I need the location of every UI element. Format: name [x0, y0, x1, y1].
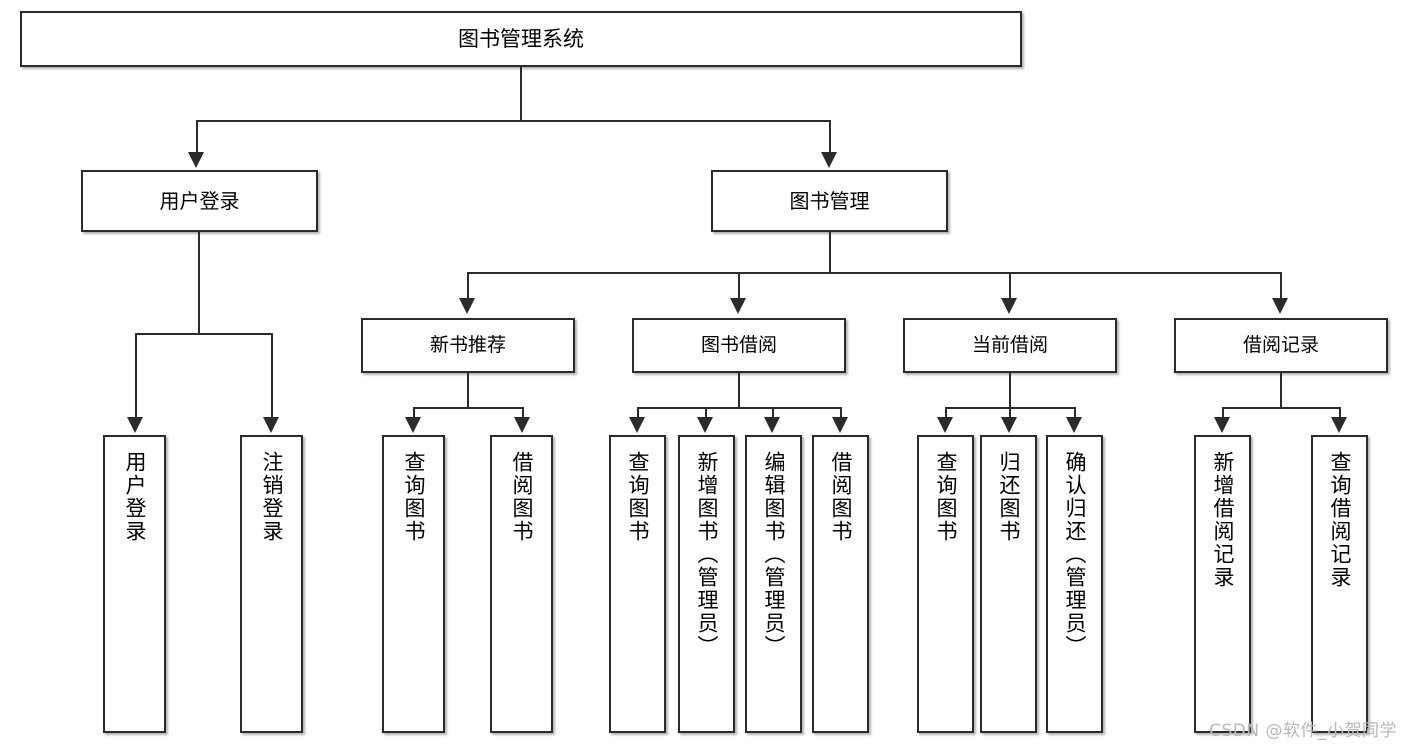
connector-recommend-stem: [467, 373, 469, 407]
leaf-label: 新增借阅记录: [1211, 451, 1235, 589]
watermark-text: CSDN @软件_小贺同学: [1209, 721, 1397, 741]
connector-borrow-stem: [738, 373, 740, 407]
leaf-new-book-recommend-1[interactable]: 借阅图书: [490, 435, 553, 733]
leaf-label: 查询图书: [934, 451, 958, 543]
connector-recommend-leaf-1: [522, 407, 524, 418]
leaf-borrow-record-0[interactable]: 新增借阅记录: [1194, 435, 1251, 733]
connector-record-stem: [1280, 373, 1282, 407]
connector-user-login-leaf-1: [271, 333, 273, 418]
connector-book-manage-bus: [467, 272, 1280, 274]
node-book-borrow[interactable]: 图书借阅: [632, 318, 846, 373]
leaf-book-borrow-3[interactable]: 借阅图书: [812, 435, 869, 733]
arrow-down-icon: [697, 417, 713, 433]
leaf-current-borrow-2[interactable]: 确认归还（管理员）: [1046, 435, 1103, 733]
leaf-label: 新增图书（管理员）: [695, 451, 719, 658]
leaf-book-borrow-0[interactable]: 查询图书: [609, 435, 666, 733]
node-root-system[interactable]: 图书管理系统: [20, 11, 1022, 67]
connector-borrow-leaf-1: [705, 407, 707, 418]
node-label: 新书推荐: [429, 333, 506, 356]
leaf-book-borrow-2[interactable]: 编辑图书（管理员）: [745, 435, 802, 733]
connector-user-login-bus: [135, 333, 272, 335]
leaf-label: 确认归还（管理员）: [1063, 451, 1087, 658]
connector-root-stem: [520, 67, 522, 120]
arrow-down-icon: [1214, 417, 1230, 433]
arrow-down-icon: [459, 298, 475, 314]
leaf-current-borrow-1[interactable]: 归还图书: [980, 435, 1037, 733]
connector-record-leaf-0: [1222, 407, 1224, 418]
connector-book-manage-to-borrow: [738, 272, 740, 299]
connector-root-bus: [196, 120, 830, 122]
arrow-down-icon: [1066, 417, 1082, 433]
leaf-current-borrow-0[interactable]: 查询图书: [917, 435, 974, 733]
leaf-label: 归还图书: [997, 451, 1021, 543]
leaf-book-borrow-1[interactable]: 新增图书（管理员）: [678, 435, 735, 733]
node-current-borrow[interactable]: 当前借阅: [903, 318, 1117, 373]
leaf-label: 借阅图书: [829, 451, 853, 543]
arrow-down-icon: [821, 152, 837, 168]
arrow-down-icon: [1331, 417, 1347, 433]
node-label: 图书管理系统: [458, 26, 584, 51]
leaf-label: 借阅图书: [510, 451, 534, 543]
node-label: 借阅记录: [1242, 333, 1319, 356]
connector-recommend-leaf-0: [413, 407, 415, 418]
arrow-down-icon: [263, 417, 279, 433]
leaf-user-login-0[interactable]: 用户登录: [103, 435, 166, 733]
arrow-down-icon: [1001, 298, 1017, 314]
connector-current-leaf-0: [945, 407, 947, 418]
arrow-down-icon: [629, 417, 645, 433]
leaf-label: 查询图书: [626, 451, 650, 543]
leaf-label: 注销登录: [260, 451, 284, 543]
connector-record-bus: [1222, 407, 1339, 409]
arrow-down-icon: [514, 417, 530, 433]
connector-borrow-bus: [637, 407, 841, 409]
node-book-management[interactable]: 图书管理: [711, 170, 948, 232]
node-borrow-record[interactable]: 借阅记录: [1174, 318, 1388, 373]
arrow-down-icon: [937, 417, 953, 433]
connector-user-login-stem: [198, 232, 200, 333]
leaf-label: 查询借阅记录: [1328, 451, 1352, 589]
connector-user-login-leaf-0: [135, 333, 137, 418]
arrow-down-icon: [1272, 298, 1288, 314]
leaf-new-book-recommend-0[interactable]: 查询图书: [382, 435, 445, 733]
connector-borrow-leaf-0: [637, 407, 639, 418]
leaf-label: 查询图书: [402, 451, 426, 543]
leaf-label: 用户登录: [123, 451, 147, 543]
node-label: 当前借阅: [971, 333, 1048, 356]
connector-current-leaf-2: [1074, 407, 1076, 418]
node-new-book-recommend[interactable]: 新书推荐: [361, 318, 575, 373]
arrow-down-icon: [730, 298, 746, 314]
connector-root-to-user-login: [196, 120, 198, 153]
arrow-down-icon: [832, 417, 848, 433]
arrow-down-icon: [764, 417, 780, 433]
node-label: 图书管理: [789, 188, 870, 213]
connector-record-leaf-1: [1339, 407, 1341, 418]
connector-book-manage-to-record: [1280, 272, 1282, 299]
leaf-label: 编辑图书（管理员）: [762, 451, 786, 658]
connector-book-manage-stem: [829, 232, 831, 272]
connector-book-manage-to-current: [1009, 272, 1011, 299]
connector-borrow-leaf-3: [840, 407, 842, 418]
connector-current-stem: [1009, 373, 1011, 407]
node-label: 用户登录: [159, 188, 240, 213]
arrow-down-icon: [405, 417, 421, 433]
leaf-user-login-1[interactable]: 注销登录: [240, 435, 303, 733]
connector-current-leaf-1: [1009, 407, 1011, 418]
node-label: 图书借阅: [700, 333, 777, 356]
node-user-login[interactable]: 用户登录: [81, 170, 318, 232]
arrow-down-icon: [1001, 417, 1017, 433]
connector-book-manage-to-recommend: [467, 272, 469, 299]
connector-root-to-book-manage: [829, 120, 831, 153]
connector-borrow-leaf-2: [772, 407, 774, 418]
connector-recommend-bus: [413, 407, 523, 409]
arrow-down-icon: [188, 152, 204, 168]
arrow-down-icon: [127, 417, 143, 433]
leaf-borrow-record-1[interactable]: 查询借阅记录: [1311, 435, 1368, 733]
